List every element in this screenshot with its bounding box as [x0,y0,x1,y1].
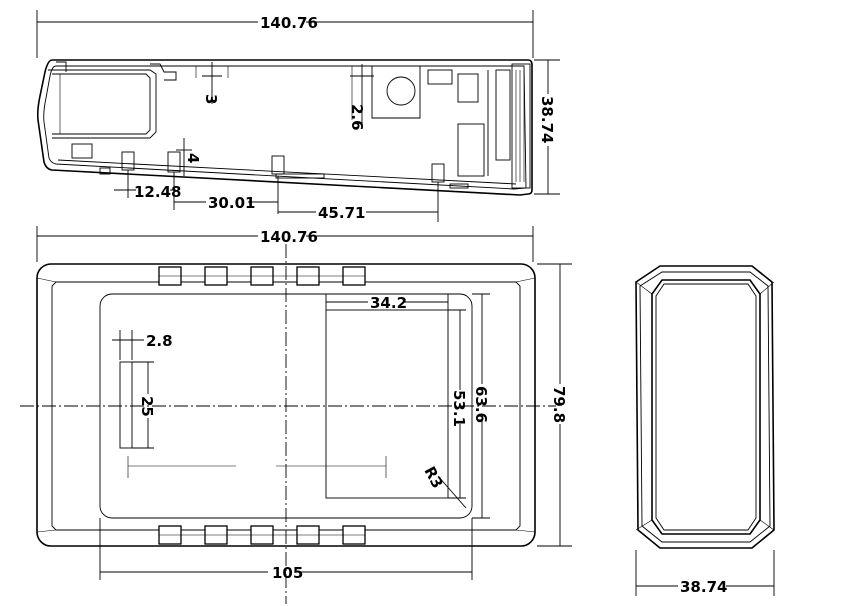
dim-window-height-label: 53.1 [450,390,468,427]
dim-window-height: 53.1 [448,309,468,499]
side-section-view [36,59,533,196]
dim-step-3: 3 [202,62,222,104]
dim-pitch-30-01-label: 30.01 [208,194,255,212]
dim-slot-length: 25 [132,361,156,449]
plan-bottom-tabs [158,525,366,545]
dim-opening-height: 63.6 [472,293,490,519]
dim-slot-width-label: 2.8 [146,332,173,350]
dim-pitch-12-48: 12.48 [114,170,181,201]
dim-pitch-45-71: 45.71 [278,182,439,222]
dim-side-height: 38.74 [534,59,560,195]
dim-pitch-45-71-label: 45.71 [318,204,365,222]
dim-step-4: 4 [176,138,202,176]
dim-top-length-label: 140.76 [260,14,318,32]
dim-side-height-label: 38.74 [538,96,556,143]
dim-opening-length: 105 [99,518,473,582]
plan-top-tabs [158,266,366,286]
dim-corner-radius: R3 [420,463,467,509]
end-view [635,265,775,549]
dim-opening-length-label: 105 [272,564,303,582]
dim-plan-length: 140.76 [36,226,534,262]
dim-step-3-label: 3 [202,94,220,104]
dim-end-width: 38.74 [635,550,775,596]
dim-end-width-label: 38.74 [680,578,727,596]
dim-opening-height-label: 63.6 [472,386,490,423]
dim-slot-length-label: 25 [138,396,156,417]
dim-window-width-label: 34.2 [370,294,407,312]
plan-view [20,244,556,604]
dim-step-4-label: 4 [184,153,202,163]
dim-step-2-6-label: 2.6 [348,104,366,131]
dim-step-2-6: 2.6 [348,64,374,131]
dim-corner-radius-label: R3 [420,463,446,491]
dim-plan-width: 79.8 [537,263,572,547]
dim-plan-length-label: 140.76 [260,228,318,246]
dim-pitch-30-01: 30.01 [173,172,279,214]
dim-window-width: 34.2 [325,294,449,312]
dim-pitch-12-48-label: 12.48 [134,183,181,201]
dim-slot-width: 2.8 [112,330,173,360]
dim-top-length: 140.76 [36,10,534,58]
dim-plan-width-label: 79.8 [550,386,568,423]
